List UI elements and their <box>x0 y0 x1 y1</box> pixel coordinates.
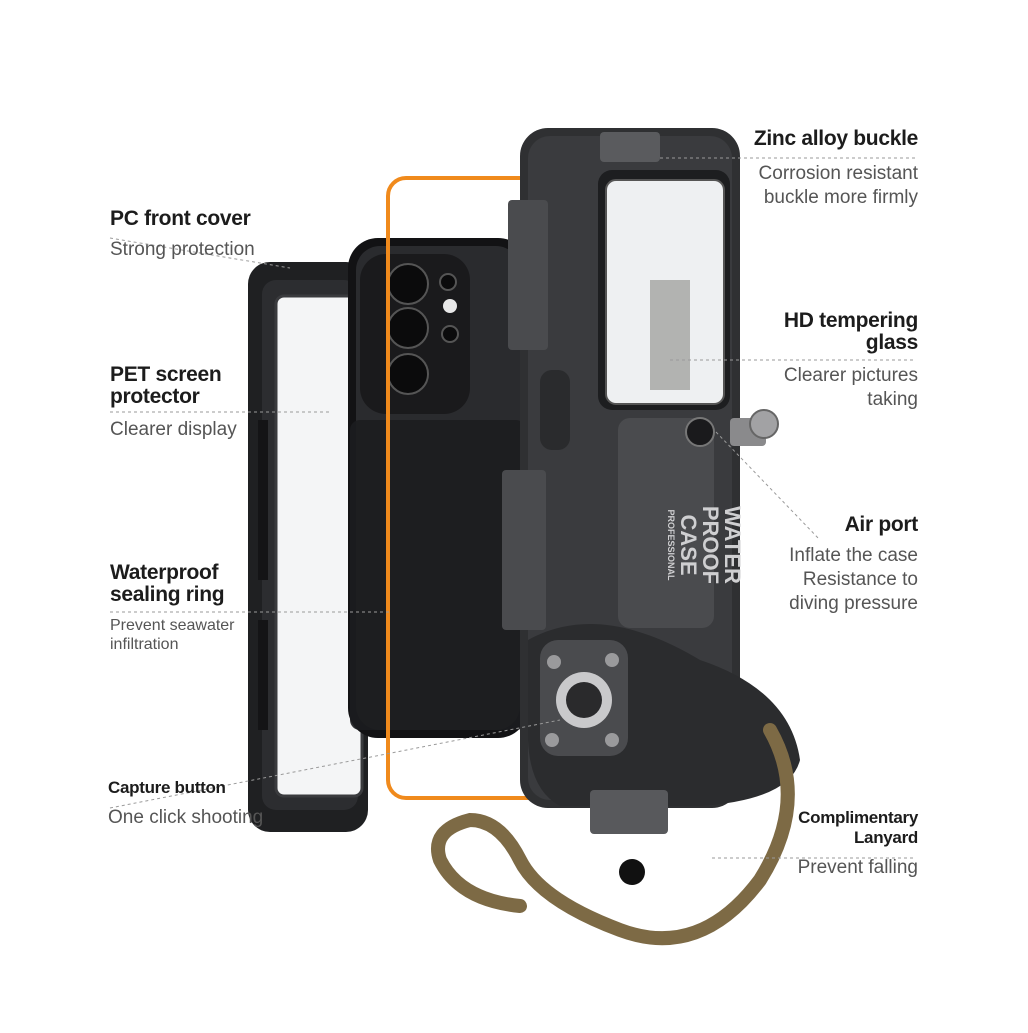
callout-desc: Clearer display <box>110 419 237 440</box>
callout-title: PC front cover <box>110 207 251 230</box>
callout-zinc-buckle: Zinc alloy buckle Corrosion resistant bu… <box>754 128 918 210</box>
callout-air-port: Air port Inflate the case Resistance to … <box>789 514 918 616</box>
callout-hd-glass: HD tempering glass Clearer pictures taki… <box>784 310 918 412</box>
case-print: WATER PROOF CASE PROFESSIONAL <box>593 505 745 585</box>
callout-title: Zinc alloy buckle <box>753 127 918 150</box>
callout-desc: Corrosion resistant buckle more firmly <box>758 163 918 208</box>
case-print-line3: CASE <box>676 514 701 576</box>
callout-title: Complimentary Lanyard <box>798 808 918 847</box>
leader-lines <box>109 157 916 859</box>
callout-pet-screen: PET screen protector Clearer display <box>110 364 237 442</box>
callout-title: PET screen protector <box>110 363 222 408</box>
callout-title: HD tempering glass <box>783 309 918 354</box>
callout-sealing-ring: Waterproof sealing ring Prevent seawater… <box>110 562 235 654</box>
callout-desc: Prevent seawater infiltration <box>110 617 235 653</box>
callout-desc: Clearer pictures taking <box>783 365 918 410</box>
callout-desc: One click shooting <box>108 807 264 828</box>
callout-title: Waterproof sealing ring <box>110 561 225 606</box>
callout-desc: Prevent falling <box>797 857 918 878</box>
case-print-line4: PROFESSIONAL <box>666 509 676 581</box>
case-body <box>502 128 800 834</box>
lanyard <box>431 723 795 946</box>
callout-capture-button: Capture button One click shooting <box>108 778 263 830</box>
callout-title: Capture button <box>108 778 226 797</box>
callout-title: Air port <box>844 513 919 536</box>
callout-lanyard: Complimentary Lanyard Prevent falling <box>797 808 919 880</box>
callout-desc: Strong protection <box>110 239 255 260</box>
case-print-line2: PROOF <box>698 505 723 585</box>
phone <box>348 238 528 738</box>
callout-pc-front-cover: PC front cover Strong protection <box>110 208 255 262</box>
case-print-line1: WATER <box>720 506 745 584</box>
callout-desc: Inflate the case Resistance to diving pr… <box>789 545 918 614</box>
